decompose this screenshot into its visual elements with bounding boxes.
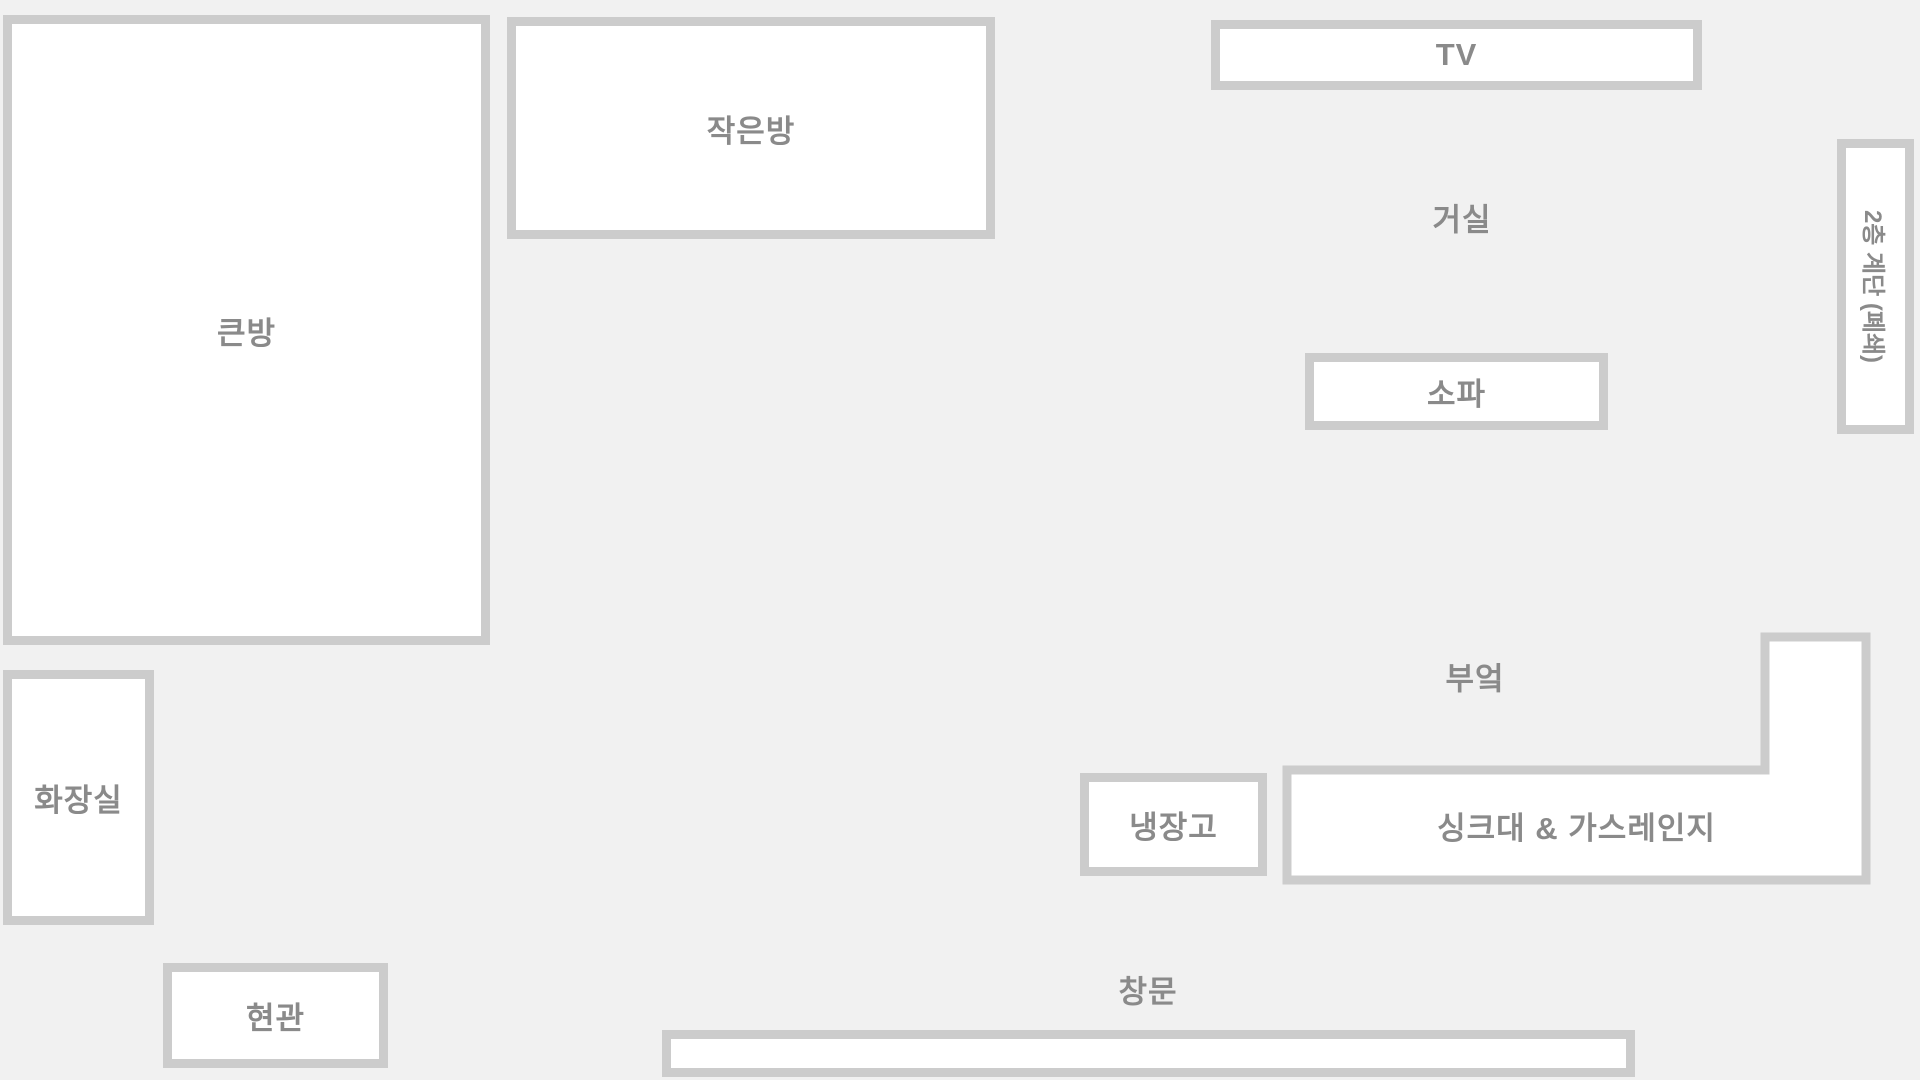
room-small-room: 작은방 — [507, 17, 995, 239]
living-room-area-label: 거실 — [1432, 202, 1492, 238]
kitchen-area-label: 부엌 — [1445, 661, 1505, 697]
tv-label: TV — [1435, 37, 1478, 72]
sink-stove-label: 싱크대 & 가스레인지 — [1437, 810, 1716, 846]
fridge-label: 냉장고 — [1129, 810, 1218, 845]
kitchen-counter-shape — [1282, 632, 1871, 885]
window-bar — [662, 1030, 1635, 1077]
sink-stove-box: 싱크대 & 가스레인지 — [1287, 770, 1866, 880]
kitchen-counter-outline — [1282, 632, 1871, 885]
sofa-label: 소파 — [1426, 377, 1487, 412]
window-label: 창문 — [1118, 974, 1178, 1010]
room-bathroom-label: 화장실 — [34, 783, 123, 818]
sofa-box: 소파 — [1305, 353, 1608, 430]
room-entrance: 현관 — [163, 963, 388, 1068]
room-bathroom: 화장실 — [3, 670, 154, 925]
room-master-bedroom-label: 큰방 — [216, 315, 277, 351]
tv-box: TV — [1211, 20, 1702, 90]
room-stairs-closed: 2층 계단 (폐쇄) — [1837, 139, 1914, 434]
room-entrance-label: 현관 — [245, 1001, 306, 1036]
fridge-box: 냉장고 — [1080, 773, 1267, 876]
room-small-room-label: 작은방 — [706, 113, 796, 149]
room-stairs-closed-label: 2층 계단 (폐쇄) — [1859, 209, 1887, 364]
room-master-bedroom: 큰방 — [3, 15, 490, 645]
